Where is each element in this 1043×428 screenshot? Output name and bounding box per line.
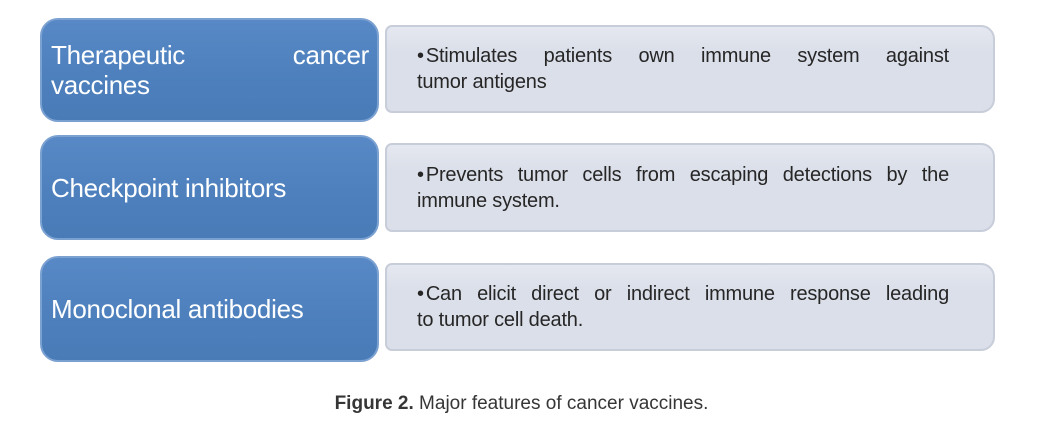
label-line: Checkpoint inhibitors — [51, 172, 287, 203]
desc-line: immune system. — [417, 189, 560, 212]
figure-caption-text: Major features of cancer vaccines. — [413, 393, 709, 414]
bullet-icon: • — [417, 45, 424, 67]
label-line: vaccines — [51, 70, 150, 100]
label-line: Monoclonal antibodies — [51, 294, 304, 324]
desc-box-therapeutic-cancer-vaccines: •Stimulates patients own immune system a… — [385, 25, 995, 113]
desc-line: •Can elicit direct or indirect immune re… — [417, 283, 949, 305]
bullet-icon: • — [417, 283, 424, 305]
label-box-therapeutic-cancer-vaccines: Therapeutic cancer vaccines — [40, 18, 379, 122]
desc-line: •Stimulates patients own immune system a… — [417, 45, 949, 67]
figure-caption: Figure 2. Major features of cancer vacci… — [0, 392, 1043, 416]
figure-caption-number: Figure 2. — [334, 393, 414, 414]
bullet-icon: • — [417, 163, 424, 186]
desc-line: tumor antigens — [417, 71, 547, 93]
label-line: Therapeutic cancer — [51, 40, 369, 70]
label-box-checkpoint-inhibitors: Checkpoint inhibitors — [40, 135, 379, 240]
desc-box-monoclonal-antibodies: •Can elicit direct or indirect immune re… — [385, 263, 995, 351]
label-box-monoclonal-antibodies: Monoclonal antibodies — [40, 256, 379, 362]
desc-line: to tumor cell death. — [417, 309, 584, 331]
desc-line: •Prevents tumor cells from escaping dete… — [417, 163, 949, 186]
desc-box-checkpoint-inhibitors: •Prevents tumor cells from escaping dete… — [385, 143, 995, 232]
